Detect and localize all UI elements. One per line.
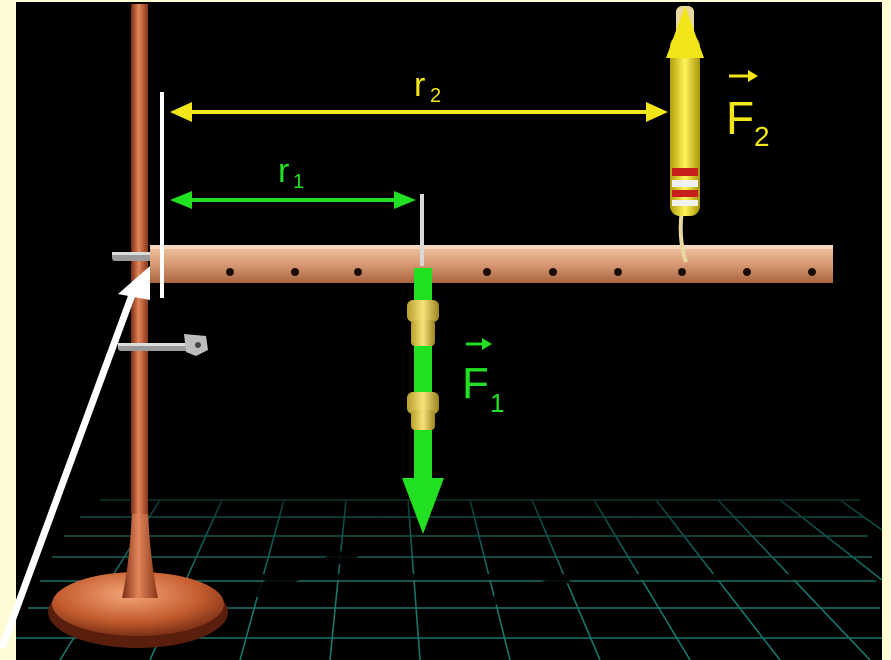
load-rod — [420, 194, 424, 266]
pointer-arrow-icon — [0, 266, 150, 650]
svg-text:2: 2 — [754, 121, 770, 152]
r2-dimension-arrow — [170, 102, 668, 122]
pivot-line — [160, 92, 164, 298]
lever-shadow — [220, 540, 380, 604]
lever-bar — [150, 245, 833, 283]
svg-text:2: 2 — [430, 85, 441, 107]
stand — [48, 4, 228, 648]
svg-text:r: r — [278, 152, 289, 190]
label-f1: F 1 — [462, 338, 504, 418]
label-f2: F 2 — [726, 70, 770, 152]
svg-text:F: F — [726, 92, 754, 144]
spring-balance — [666, 6, 704, 263]
vector-arrow-icon — [466, 338, 492, 350]
vector-arrow-icon — [729, 70, 758, 82]
label-r1: r 1 — [278, 152, 304, 193]
svg-text:r: r — [414, 66, 425, 104]
svg-text:1: 1 — [293, 171, 304, 193]
svg-text:F: F — [462, 359, 489, 408]
svg-text:1: 1 — [490, 388, 504, 418]
r1-dimension-arrow — [170, 191, 416, 209]
hanging-weights — [407, 300, 439, 430]
clamp-lower — [118, 334, 208, 356]
label-r2: r 2 — [414, 66, 441, 107]
